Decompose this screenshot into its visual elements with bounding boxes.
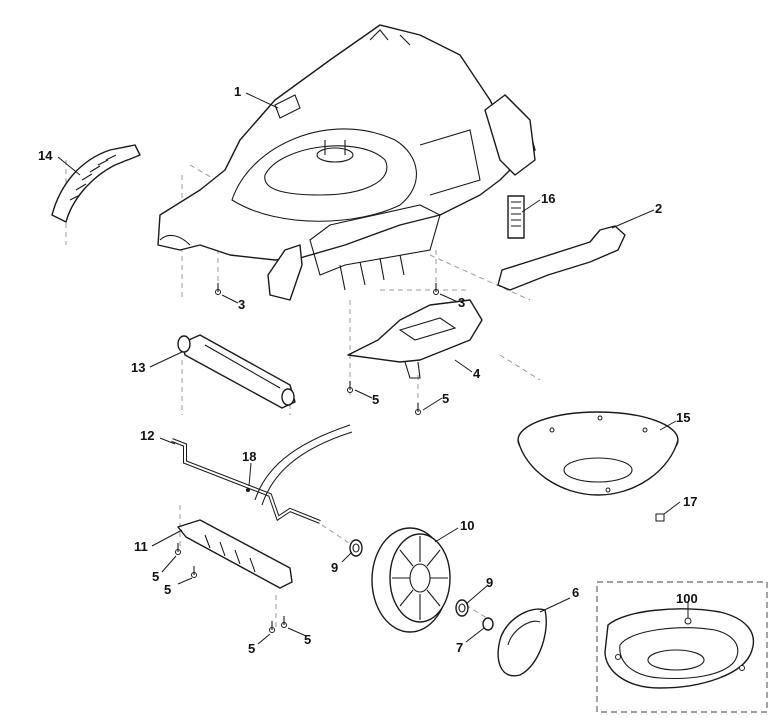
callout-9b: 9: [486, 575, 493, 590]
grip-strip-14: [51, 144, 141, 223]
label-card-16: [507, 195, 525, 239]
callout-16: 16: [541, 191, 555, 206]
optional-part-box: [596, 581, 768, 713]
callout-labels: 1 14 16 2 3 3 13 4 5 5 15 12 18 17 10 11…: [38, 84, 698, 656]
callout-5b: 5: [442, 391, 449, 406]
deflector-plate-4: [347, 299, 483, 379]
callout-5c: 5: [152, 569, 159, 584]
callout-17: 17: [683, 494, 697, 509]
callout-3a: 3: [238, 297, 245, 312]
roller-13: [177, 334, 296, 409]
callout-12: 12: [140, 428, 154, 443]
callout-18: 18: [242, 449, 256, 464]
side-trim-2: [497, 225, 626, 291]
bowl-15: [517, 411, 679, 496]
nut-7: [482, 617, 494, 631]
callout-6: 6: [572, 585, 579, 600]
wheel-10: [371, 527, 451, 633]
bracket-11: [177, 519, 293, 589]
callout-3b: 3: [458, 295, 465, 310]
callout-9a: 9: [331, 560, 338, 575]
callout-15: 15: [676, 410, 690, 425]
hubcap-6: [497, 608, 547, 677]
callout-11: 11: [134, 539, 148, 554]
callout-5f: 5: [304, 632, 311, 647]
callout-13: 13: [131, 360, 145, 375]
callout-4: 4: [473, 366, 481, 381]
screws: [175, 283, 665, 633]
bushings-9: [349, 539, 469, 617]
callout-7: 7: [456, 640, 463, 655]
callout-5a: 5: [372, 392, 379, 407]
callout-5d: 5: [164, 582, 171, 597]
callout-1: 1: [234, 84, 241, 99]
callout-5e: 5: [248, 641, 255, 656]
callout-100: 100: [676, 591, 698, 606]
axle-rod-12: [171, 424, 353, 524]
deck-housing: [157, 24, 536, 301]
callout-14: 14: [38, 148, 53, 163]
callout-2: 2: [655, 201, 662, 216]
leader-lines: [57, 92, 689, 645]
callout-10: 10: [460, 518, 474, 533]
